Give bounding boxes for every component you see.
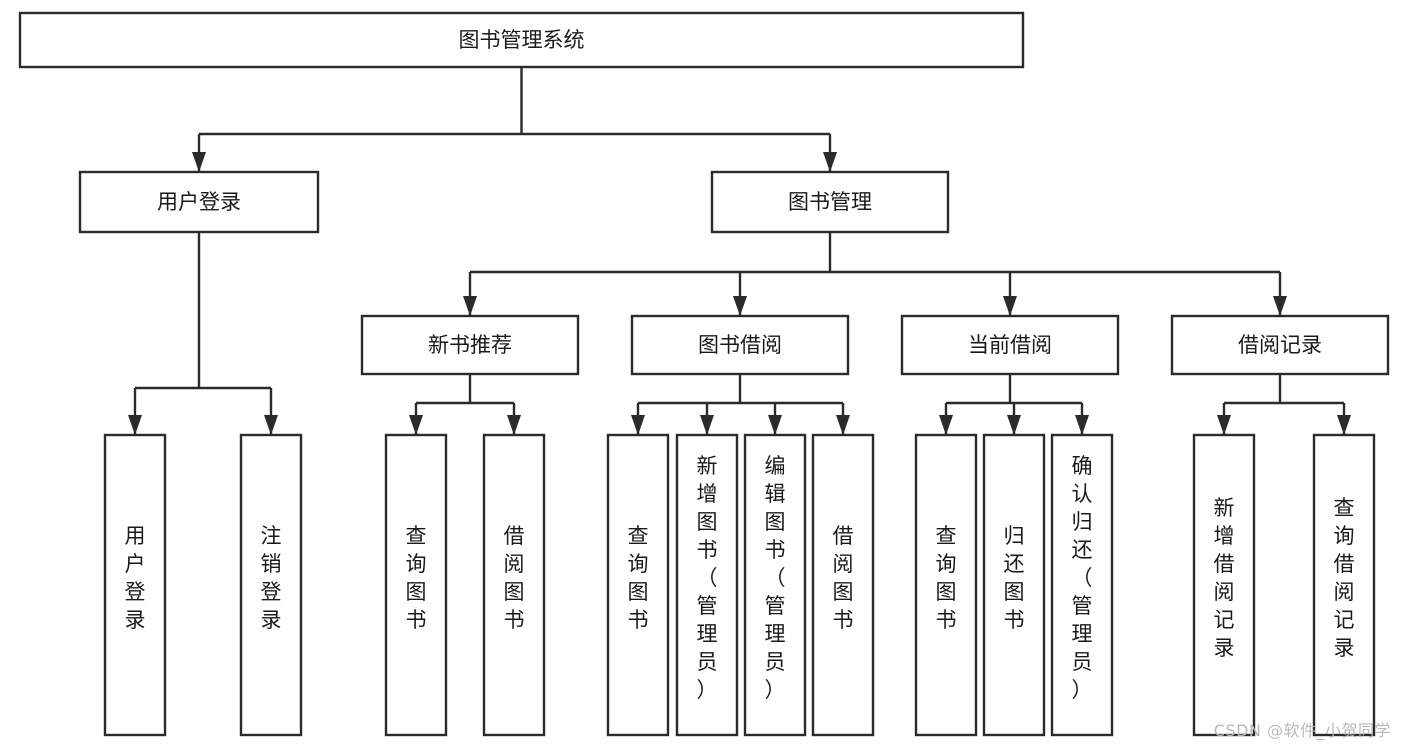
node-label-leaf-query-borrow-record: 查询借阅记录 [1334,496,1355,660]
node-box-leaf-add-borrow-record[interactable] [1192,433,1256,737]
arrowhead-icon [823,152,837,172]
node-leaf-add-book-admin[interactable]: 新增图书（管理员） [675,433,739,737]
arrowhead-icon [1003,296,1017,316]
node-leaf-edit-book-admin[interactable]: 编辑图书（管理员） [743,433,807,737]
node-label-leaf-query-book-current: 查询图书 [936,524,957,632]
arrowhead-icon [507,415,521,435]
node-label-leaf-query-book-recommend: 查询图书 [406,524,427,632]
conn-current-to-leaves [939,374,1089,435]
node-box-leaf-return-book[interactable] [982,433,1046,737]
node-box-leaf-query-borrow-record[interactable] [1312,433,1376,737]
node-box-book-management[interactable] [710,170,950,234]
node-box-leaf-edit-book-admin[interactable] [743,433,807,737]
node-label-leaf-edit-book-admin: 编辑图书（管理员） [765,454,786,702]
node-leaf-return-book[interactable]: 归还图书 [982,433,1046,737]
node-label-leaf-user-login: 用户登录 [125,524,146,632]
node-box-leaf-confirm-return-admin[interactable] [1050,433,1114,737]
node-leaf-add-borrow-record[interactable]: 新增借阅记录 [1192,433,1256,737]
node-user-login[interactable]: 用户登录 [78,170,320,234]
node-label-leaf-add-book-admin: 新增图书（管理员） [697,454,718,702]
arrowhead-icon [1075,415,1089,435]
node-label-leaf-logout-login: 注销登录 [261,524,282,632]
node-box-leaf-logout-login[interactable] [239,433,303,737]
conn-userlogin-to-leaves [128,232,278,435]
node-leaf-logout-login[interactable]: 注销登录 [239,433,303,737]
node-label-leaf-return-book: 归还图书 [1004,524,1025,632]
node-box-leaf-query-book-current[interactable] [914,433,978,737]
node-book-borrow[interactable]: 图书借阅 [630,314,850,376]
arrowhead-icon [128,415,142,435]
arrowhead-icon [631,415,645,435]
node-book-management[interactable]: 图书管理 [710,170,950,234]
node-label-leaf-confirm-return-admin: 确认归还（管理员） [1072,454,1093,702]
node-root[interactable]: 图书管理系统 [18,11,1025,69]
node-box-root[interactable] [18,11,1025,69]
node-leaf-user-login[interactable]: 用户登录 [103,433,167,737]
node-label-current-borrow: 当前借阅 [968,333,1052,357]
node-label-leaf-borrow-book-recommend: 借阅图书 [504,524,525,632]
node-box-current-borrow[interactable] [900,314,1120,376]
arrowhead-icon [939,415,953,435]
node-leaf-confirm-return-admin[interactable]: 确认归还（管理员） [1050,433,1114,737]
arrowhead-icon [700,415,714,435]
node-box-borrow-record[interactable] [1170,314,1390,376]
node-label-borrow-record: 借阅记录 [1238,333,1322,357]
arrowhead-icon [192,152,206,172]
node-label-leaf-query-book-borrow: 查询图书 [628,524,649,632]
node-box-user-login[interactable] [78,170,320,234]
node-current-borrow[interactable]: 当前借阅 [900,314,1120,376]
node-label-book-management: 图书管理 [788,190,872,214]
nodes-layer: 图书管理系统用户登录图书管理新书推荐图书借阅当前借阅借阅记录用户登录注销登录查询… [18,11,1390,737]
node-label-leaf-borrow-book: 借阅图书 [833,524,854,632]
arrowhead-icon [463,296,477,316]
node-label-book-borrow: 图书借阅 [698,333,782,357]
node-box-leaf-user-login[interactable] [103,433,167,737]
node-box-leaf-query-book-borrow[interactable] [606,433,670,737]
node-label-new-book-recommend: 新书推荐 [428,333,512,357]
arrowhead-icon [733,296,747,316]
node-label-user-login: 用户登录 [157,190,241,214]
arrowhead-icon [409,415,423,435]
arrowhead-icon [1007,415,1021,435]
arrowhead-icon [1273,296,1287,316]
node-box-leaf-query-book-recommend[interactable] [384,433,448,737]
conn-recommend-to-leaves [409,374,521,435]
node-new-book-recommend[interactable]: 新书推荐 [360,314,580,376]
conn-borrow-to-leaves [631,374,850,435]
node-leaf-query-borrow-record[interactable]: 查询借阅记录 [1312,433,1376,737]
conn-root-to-level1 [192,67,837,172]
node-label-leaf-add-borrow-record: 新增借阅记录 [1214,496,1235,660]
node-leaf-borrow-book[interactable]: 借阅图书 [811,433,875,737]
arrowhead-icon [264,415,278,435]
node-borrow-record[interactable]: 借阅记录 [1170,314,1390,376]
node-box-new-book-recommend[interactable] [360,314,580,376]
node-label-root: 图书管理系统 [459,28,585,52]
node-box-book-borrow[interactable] [630,314,850,376]
node-box-leaf-borrow-book[interactable] [811,433,875,737]
edges-layer [128,67,1351,435]
node-leaf-borrow-book-recommend[interactable]: 借阅图书 [482,433,546,737]
node-box-leaf-add-book-admin[interactable] [675,433,739,737]
node-leaf-query-book-recommend[interactable]: 查询图书 [384,433,448,737]
node-box-leaf-borrow-book-recommend[interactable] [482,433,546,737]
arrowhead-icon [1217,415,1231,435]
arrowhead-icon [836,415,850,435]
arrowhead-icon [768,415,782,435]
conn-bookmgmt-to-level2 [463,232,1287,316]
conn-record-to-leaves [1217,374,1351,435]
arrowhead-icon [1337,415,1351,435]
node-leaf-query-book-current[interactable]: 查询图书 [914,433,978,737]
node-leaf-query-book-borrow[interactable]: 查询图书 [606,433,670,737]
csdn-watermark: CSDN @软件_小贺同学 [1213,721,1391,740]
